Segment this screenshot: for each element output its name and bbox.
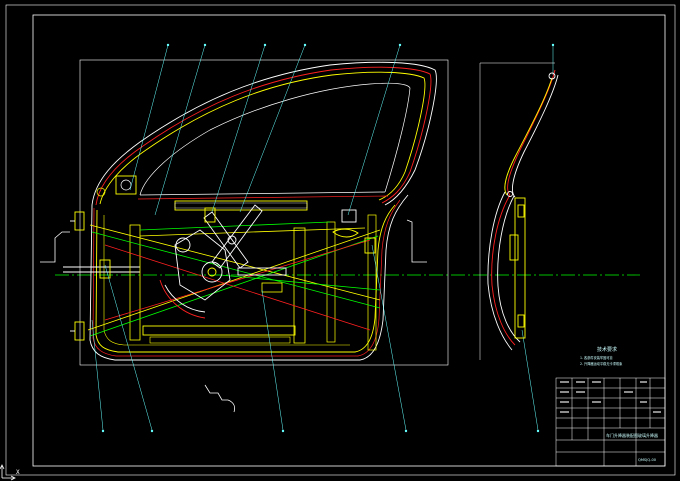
regulator-bracket-top <box>204 207 216 223</box>
notes-line-2: 2. 升降器运动平稳无卡滞现象 <box>580 361 623 366</box>
window-frame-yellow <box>99 71 426 205</box>
mirror-mount <box>115 175 137 195</box>
sheet-inner-frame <box>32 14 666 467</box>
section-detail-curve <box>204 384 236 413</box>
door-seal-red <box>92 199 401 357</box>
upper-channel-inner <box>174 202 308 209</box>
slider-clip <box>261 282 283 293</box>
window-glass-inner <box>139 82 411 196</box>
lower-guide-rail <box>142 325 296 336</box>
title-block-fill <box>560 381 661 413</box>
rear-glass-run <box>367 214 377 351</box>
inner-trim <box>103 215 350 346</box>
title-block-drawing-title: 车门升降器装配图 <box>606 432 638 438</box>
leader-lines <box>91 44 554 431</box>
title-block-part-title: 玻璃升降器 <box>638 432 658 438</box>
door-check-link <box>63 259 140 279</box>
notes-line-1: 1. 各部件安装牢固可靠 <box>580 355 614 360</box>
balloon-markers <box>101 43 555 433</box>
scissor-arm <box>203 204 263 269</box>
ucs-x-label: X <box>16 469 20 476</box>
title-block-drawing-number: QMSJQ-00 <box>638 458 657 462</box>
regulator-arms <box>87 221 381 337</box>
ucs-axis-icon <box>0 464 16 481</box>
door-body-outline <box>89 194 409 361</box>
lower-hinge <box>70 321 85 341</box>
a-pillar-section <box>40 231 70 263</box>
mirror-bolt <box>120 179 132 191</box>
title-block <box>555 377 666 467</box>
door-inner-panel <box>95 204 396 353</box>
door-envelope-rect <box>79 59 449 366</box>
front-vertical-guide <box>129 224 141 341</box>
window-belt-line <box>139 191 386 196</box>
rear-latch <box>332 209 376 254</box>
upper-glass-channel <box>174 200 308 211</box>
window-frame-outer <box>91 61 437 206</box>
side-view-section <box>479 62 559 360</box>
belt-seal-red <box>137 195 389 200</box>
front-pivot <box>96 187 106 197</box>
regulator-slider <box>237 267 287 276</box>
lower-rail-base <box>149 336 291 344</box>
upper-hinge <box>70 211 85 231</box>
notes-title: 技术要求 <box>597 346 617 353</box>
rear-vertical-guide <box>326 221 336 343</box>
window-seal-red <box>95 66 432 206</box>
sheet-outer-border <box>5 4 676 476</box>
b-pillar-section <box>406 219 427 263</box>
sector-gear-motor <box>159 229 231 319</box>
